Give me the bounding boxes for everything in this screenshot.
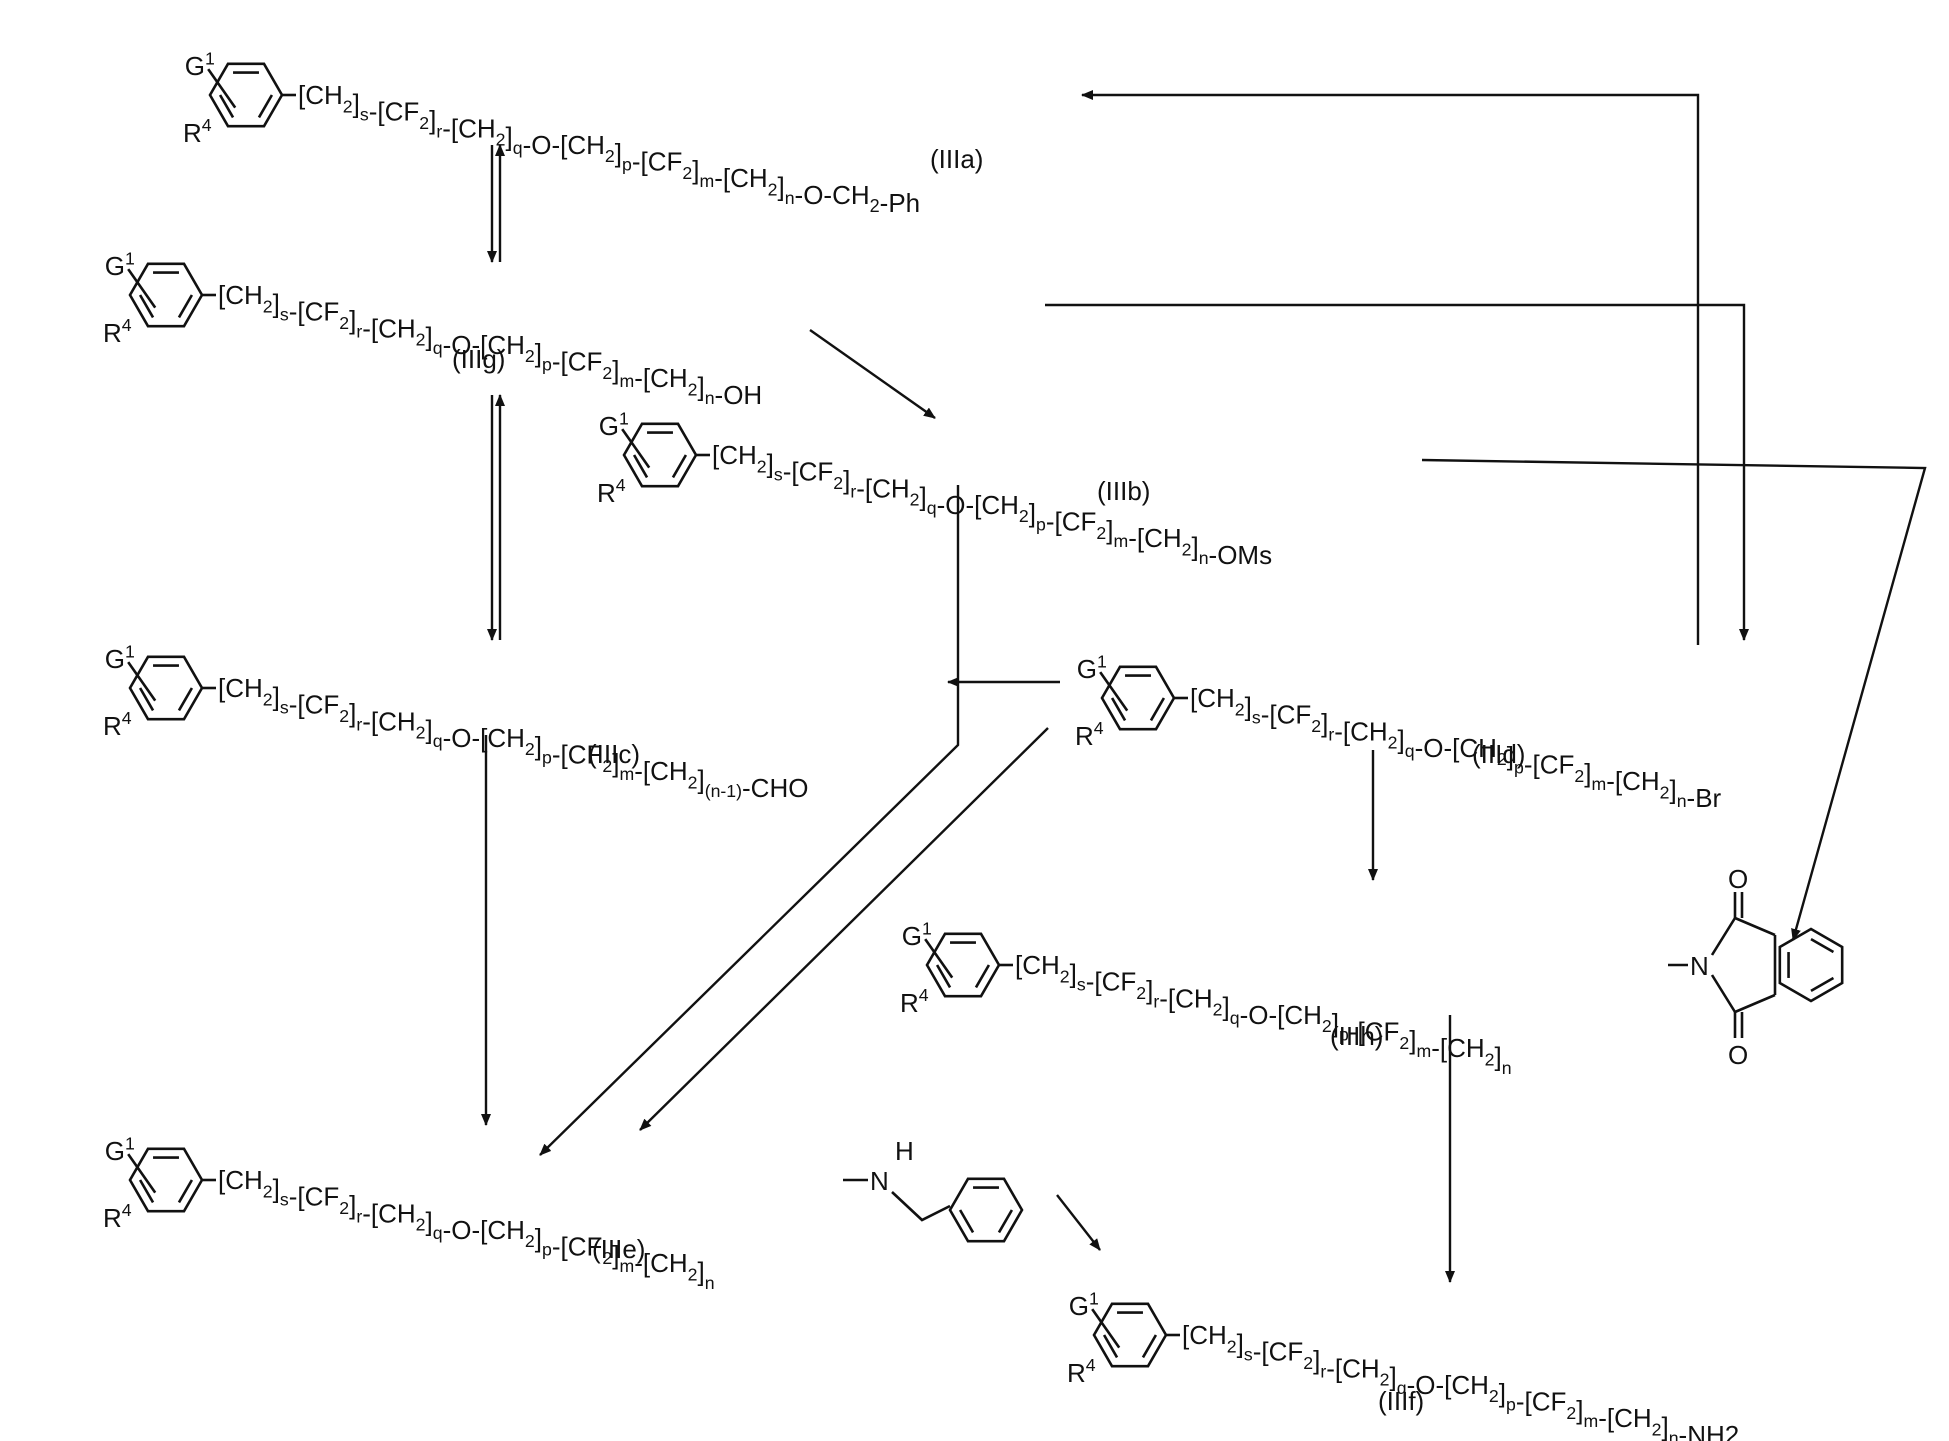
imide-bonds — [1712, 918, 1735, 1012]
compound-label: (IIIe) — [592, 1234, 645, 1264]
compound-IIIa: G1R4 [CH2]s-[CF2]r-[CH2]q-O-[CH2]p-[CF2]m… — [183, 48, 983, 218]
substituent-g1: G1 — [902, 918, 932, 951]
chain-formula: [CH2]s-[CF2]r-[CH2]q-O-[CH2]p-[CF2]m-[CH… — [1015, 950, 1512, 1078]
substituent-g1: G1 — [105, 1133, 135, 1166]
compound-IIIe: G1R4 [CH2]s-[CF2]r-[CH2]q-O-[CH2]p-[CF2]m… — [103, 1133, 1022, 1293]
arrow-IIId-to-IIIa — [1082, 95, 1698, 645]
compound-IIIb: G1R4 [CH2]s-[CF2]r-[CH2]q-O-[CH2]p-[CF2]m… — [597, 408, 1272, 570]
amine-hydrogen: H — [895, 1136, 914, 1166]
substituent-g1: G1 — [105, 641, 135, 674]
substituent-r4: R4 — [103, 708, 132, 741]
chain-formula: [CH2]s-[CF2]r-[CH2]q-O-[CH2]p-[CF2]m-[CH… — [298, 80, 920, 218]
arrow-IIIg-to-IIId — [1045, 305, 1744, 640]
compound-IIIh: G1R4 [CH2]s-[CF2]r-[CH2]q-O-[CH2]p-[CF2]m… — [900, 864, 1842, 1078]
chain-formula: [CH2]s-[CF2]r-[CH2]q-O-[CH2]p-[CF2]m-[CH… — [218, 1165, 715, 1293]
chain-formula: [CH2]s-[CF2]r-[CH2]q-O-[CH2]p-[CF2]m-[CH… — [218, 673, 808, 803]
compound-label: (IIId) — [1472, 739, 1525, 769]
compound-label: (IIIc) — [588, 739, 640, 769]
chain-formula: [CH2]s-[CF2]r-[CH2]q-O-[CH2]p-[CF2]m-[CH… — [1182, 1320, 1739, 1441]
compound-label: (IIIg) — [452, 344, 505, 374]
arrow-IIIb-to-IIIe — [540, 485, 958, 1155]
substituent-g1: G1 — [105, 248, 135, 281]
amine-nitrogen: N — [870, 1166, 889, 1196]
arrow-IIIb-to-IIIh — [1422, 460, 1925, 940]
compound-IIId: G1R4 [CH2]s-[CF2]r-[CH2]q-O-[CH2]p-[CF2]m… — [1075, 651, 1722, 813]
compound-IIIc: G1R4 [CH2]s-[CF2]r-[CH2]q-O-[CH2]p-[CF2]m… — [103, 641, 808, 803]
substituent-r4: R4 — [1075, 718, 1104, 751]
imide-nitrogen: N — [1690, 951, 1709, 981]
chain-formula: [CH2]s-[CF2]r-[CH2]q-O-[CH2]p-[CF2]m-[CH… — [1190, 683, 1722, 813]
substituent-g1: G1 — [185, 48, 215, 81]
compound-label: (IIIh) — [1330, 1021, 1383, 1051]
compound-label: (IIIa) — [930, 144, 983, 174]
compound-IIIg: G1R4[CH2]s-[CF2]r-[CH2]q-O-[CH2]p-[CF2]m… — [103, 248, 762, 410]
substituent-r4: R4 — [1067, 1355, 1096, 1388]
carbonyl-oxygen: O — [1728, 864, 1748, 894]
chain-formula: [CH2]s-[CF2]r-[CH2]q-O-[CH2]p-[CF2]m-[CH… — [712, 440, 1272, 570]
carbonyl-oxygen: O — [1728, 1040, 1748, 1070]
substituent-g1: G1 — [1069, 1288, 1099, 1321]
arrow-IIIe-to-IIIf — [1057, 1195, 1100, 1250]
compound-label: (IIIf) — [1378, 1386, 1424, 1416]
substituent-r4: R4 — [900, 985, 929, 1018]
substituent-r4: R4 — [597, 475, 626, 508]
substituent-g1: G1 — [599, 408, 629, 441]
imide-ring — [1735, 918, 1775, 1012]
substituent-r4: R4 — [183, 115, 212, 148]
compound-label: (IIIb) — [1097, 476, 1150, 506]
benzyl-bond — [892, 1192, 950, 1220]
substituent-r4: R4 — [103, 315, 132, 348]
substituent-g1: G1 — [1077, 651, 1107, 684]
compound-IIIf: G1R4 [CH2]s-[CF2]r-[CH2]q-O-[CH2]p-[CF2]m… — [1067, 1288, 1739, 1441]
arrow-IIIg-to-IIIb — [810, 330, 935, 418]
substituent-r4: R4 — [103, 1200, 132, 1233]
